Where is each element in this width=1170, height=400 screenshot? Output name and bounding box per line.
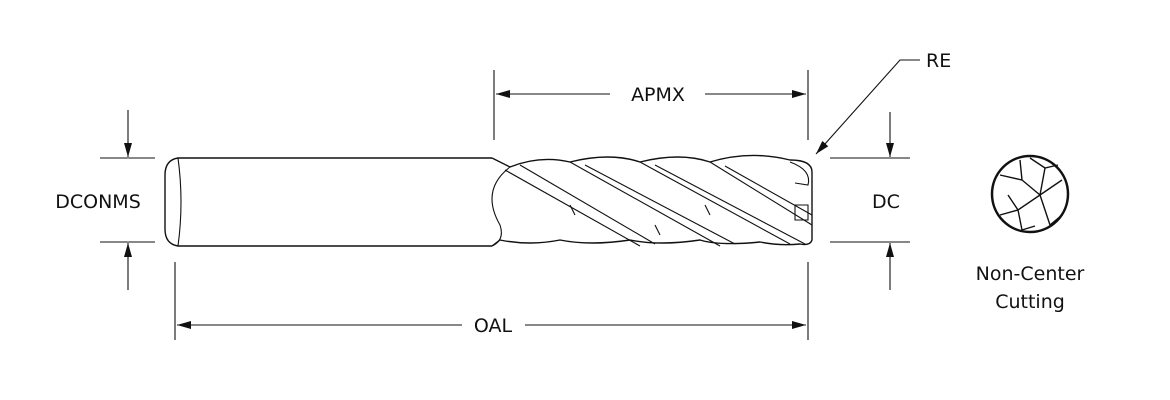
- end-view-icon: Non-Center Cutting: [976, 154, 1085, 313]
- apmx-label: APMX: [631, 84, 685, 106]
- dc-label: DC: [872, 191, 900, 213]
- end-view-line2: Cutting: [995, 291, 1065, 313]
- oal-dimension: OAL: [174, 262, 809, 340]
- oal-label: OAL: [474, 315, 513, 337]
- dconms-label: DCONMS: [55, 191, 141, 213]
- re-label: RE: [926, 50, 951, 72]
- dconms-dimension: DCONMS: [55, 110, 155, 290]
- dc-dimension: DC: [830, 112, 910, 290]
- re-dimension: RE: [815, 50, 951, 155]
- fluted-cutting-section: [491, 154, 813, 247]
- shank: [164, 157, 492, 247]
- end-view-line1: Non-Center: [976, 263, 1085, 285]
- apmx-dimension: APMX: [493, 70, 809, 140]
